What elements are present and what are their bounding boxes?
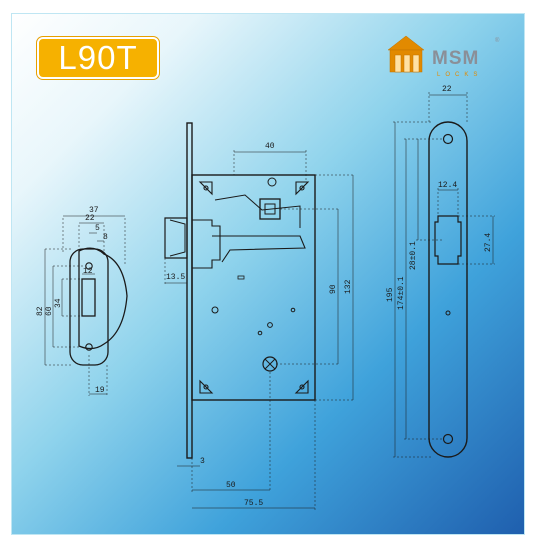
dim-strike-bottom-offset: 19 bbox=[95, 386, 105, 395]
drawing-panel bbox=[11, 13, 525, 535]
strike-plate-slot bbox=[81, 278, 96, 317]
dim-faceplate-width: 22 bbox=[442, 85, 452, 94]
dim-backset: 50 bbox=[226, 481, 236, 490]
faceplate-outline bbox=[428, 121, 468, 458]
lock-case bbox=[191, 174, 316, 401]
lock-body-view bbox=[164, 122, 355, 510]
brand-tag: LOCKS bbox=[437, 72, 482, 78]
dim-strike-height-60: 60 bbox=[45, 306, 54, 316]
dim-strike-height-82: 82 bbox=[36, 306, 45, 316]
mount-holes bbox=[198, 181, 310, 394]
dim-faceplate-slot-offset: 28±0.1 bbox=[409, 241, 418, 270]
dim-faceplate-hole-spacing: 174±0.1 bbox=[397, 276, 406, 310]
dim-faceplate-slot-width: 12.4 bbox=[438, 181, 457, 190]
turn-knob-hole bbox=[262, 356, 278, 372]
registered-mark-icon: ® bbox=[495, 37, 500, 44]
dim-strike-inner-width: 22 bbox=[85, 214, 95, 223]
model-badge: L90T bbox=[37, 37, 159, 79]
dim-strike-d5: 5 bbox=[95, 224, 100, 233]
strike-plate-view bbox=[44, 215, 128, 396]
dim-body-depth: 75.5 bbox=[244, 499, 263, 508]
dim-strike-width-total: 37 bbox=[89, 206, 99, 215]
dim-faceplate-slot-height: 27.4 bbox=[484, 233, 493, 252]
dim-faceplate-length: 195 bbox=[386, 287, 395, 302]
dim-faceplate-thickness: 3 bbox=[200, 457, 205, 466]
lock-faceplate bbox=[186, 122, 193, 459]
brand-name: MSM bbox=[432, 48, 479, 69]
dim-strike-height-34: 34 bbox=[54, 298, 63, 308]
dim-hole-spacing: 90 bbox=[329, 284, 338, 294]
latch-opening bbox=[434, 215, 462, 265]
dim-strike-d8: 8 bbox=[103, 233, 108, 242]
latch-bolt bbox=[164, 217, 188, 259]
dim-body-top-width: 40 bbox=[265, 142, 275, 151]
dim-strike-slot-width: 12 bbox=[83, 267, 93, 276]
strike-plate-outline bbox=[78, 247, 128, 350]
dim-latch-projection: 13.5 bbox=[166, 273, 185, 282]
house-logo-icon bbox=[387, 35, 425, 73]
faceplate-view bbox=[393, 92, 495, 458]
brand-logo: MSM LOCKS ® bbox=[387, 35, 500, 78]
dim-body-height: 132 bbox=[344, 279, 353, 294]
